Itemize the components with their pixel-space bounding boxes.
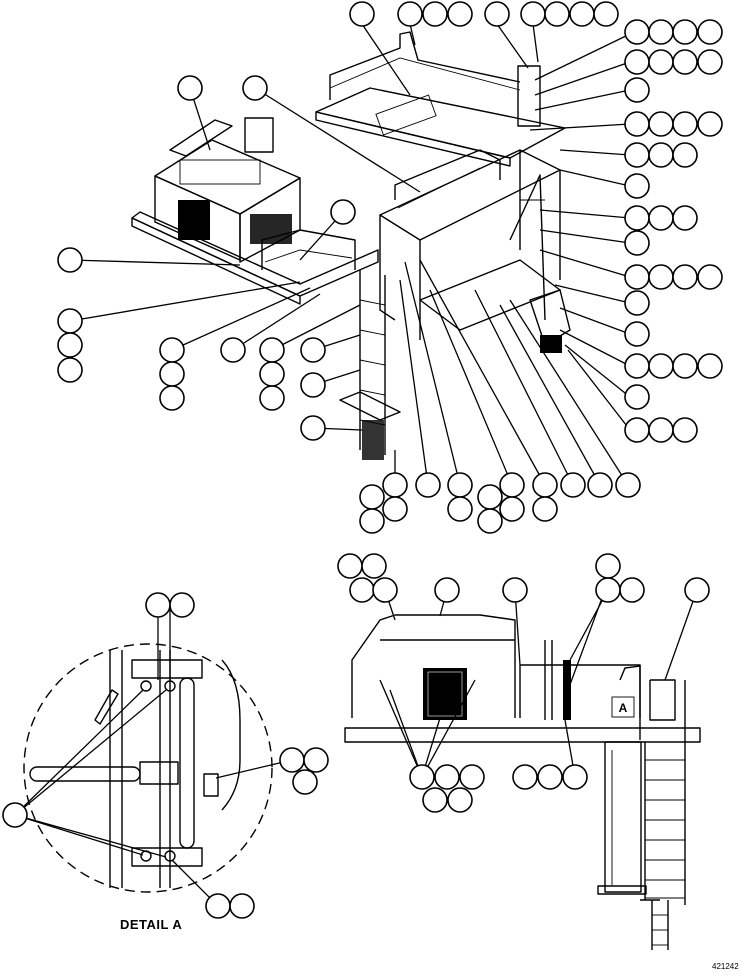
walkway-frame (379, 149, 561, 340)
cab-platform (315, 31, 566, 167)
view-letter: A (619, 701, 628, 715)
engine-module (154, 117, 301, 263)
detail-a-label: DETAIL A (120, 917, 183, 932)
leader-lines (14, 23, 698, 907)
detail-a (23, 643, 273, 893)
access-ladder (339, 270, 401, 460)
stair-treads (644, 680, 686, 905)
side-elevation: A (344, 614, 701, 950)
drawing-number: 421242 (712, 962, 739, 971)
callout-balloons (2, 1, 723, 919)
isometric-assembly (131, 31, 571, 460)
